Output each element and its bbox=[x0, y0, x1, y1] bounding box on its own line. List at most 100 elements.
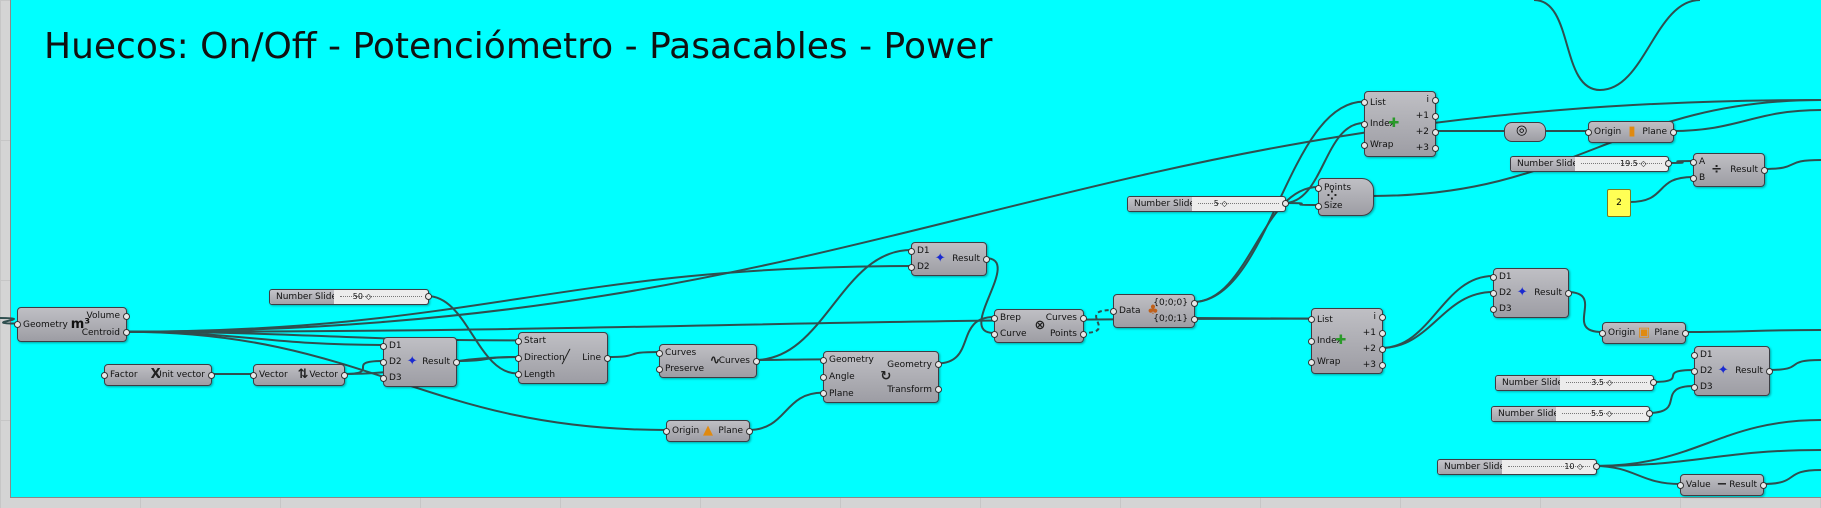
input-label[interactable]: Brep bbox=[1000, 313, 1021, 323]
slider-track[interactable]: 5 ◇ bbox=[1192, 197, 1285, 211]
slider-track[interactable]: 3.5 ◇ bbox=[1560, 376, 1653, 390]
input-grip[interactable] bbox=[380, 342, 387, 350]
output-label[interactable]: {0;0;1} bbox=[1153, 314, 1188, 324]
input-grip[interactable] bbox=[820, 390, 827, 398]
input-grip[interactable] bbox=[515, 371, 522, 379]
input-label[interactable]: List bbox=[1317, 314, 1333, 325]
output-grip[interactable] bbox=[935, 361, 942, 368]
input-label[interactable]: Index bbox=[1317, 336, 1342, 346]
input-label[interactable]: Vector bbox=[259, 370, 288, 380]
output-label[interactable]: Vector bbox=[309, 370, 338, 380]
slider-track[interactable]: 5.5 ◇ bbox=[1556, 407, 1649, 421]
input-grip[interactable] bbox=[1361, 99, 1368, 107]
input-grip[interactable] bbox=[1308, 358, 1315, 366]
output-grip[interactable] bbox=[1379, 361, 1386, 369]
output-label[interactable]: Result bbox=[422, 357, 450, 367]
input-label[interactable]: D2 bbox=[1499, 288, 1512, 298]
output-label[interactable]: Centroid bbox=[81, 327, 120, 338]
output-label[interactable]: Transform bbox=[887, 384, 932, 395]
input-label[interactable]: Origin bbox=[672, 426, 700, 436]
input-label[interactable]: D3 bbox=[389, 373, 402, 383]
input-label[interactable]: Start bbox=[524, 336, 546, 347]
input-label[interactable]: Wrap bbox=[1370, 140, 1394, 151]
output-grip[interactable] bbox=[1432, 128, 1439, 136]
input-grip[interactable] bbox=[1308, 316, 1315, 324]
output-grip[interactable] bbox=[1761, 166, 1768, 174]
input-label[interactable]: D2 bbox=[917, 262, 930, 272]
output-label[interactable]: Plane bbox=[1654, 328, 1679, 338]
output-label[interactable]: +1 bbox=[1415, 111, 1429, 121]
output-label[interactable]: Curves bbox=[718, 356, 750, 366]
input-label[interactable]: Data bbox=[1119, 306, 1141, 316]
input-label[interactable]: D2 bbox=[389, 357, 402, 367]
output-grip[interactable] bbox=[1665, 160, 1672, 167]
input-label[interactable]: Size bbox=[1324, 201, 1343, 211]
input-grip[interactable] bbox=[1315, 184, 1322, 192]
input-grip[interactable] bbox=[1490, 289, 1497, 297]
input-grip[interactable] bbox=[1308, 337, 1315, 345]
output-grip[interactable] bbox=[1432, 144, 1439, 152]
output-grip[interactable] bbox=[1432, 112, 1439, 120]
input-grip[interactable] bbox=[908, 263, 915, 271]
output-grip[interactable] bbox=[1432, 96, 1439, 104]
output-grip[interactable] bbox=[1080, 314, 1087, 322]
input-label[interactable]: A bbox=[1699, 157, 1706, 167]
output-label[interactable]: +1 bbox=[1362, 328, 1376, 338]
input-grip[interactable] bbox=[1599, 329, 1606, 337]
input-label[interactable]: Geometry bbox=[23, 319, 68, 330]
input-grip[interactable] bbox=[14, 321, 21, 328]
component-data[interactable]: Data{0;0;0}{0;0;1}♣ bbox=[1110, 294, 1198, 328]
input-label[interactable]: Curves bbox=[665, 348, 697, 358]
output-label[interactable]: Plane bbox=[1642, 127, 1667, 137]
output-label[interactable]: +2 bbox=[1362, 344, 1376, 354]
output-grip[interactable] bbox=[1379, 345, 1386, 353]
input-label[interactable]: Geometry bbox=[829, 355, 874, 366]
output-label[interactable]: Line bbox=[582, 353, 601, 363]
output-grip[interactable] bbox=[1080, 330, 1087, 338]
input-grip[interactable] bbox=[1690, 158, 1697, 166]
component-circle[interactable]: ◎ bbox=[1504, 122, 1546, 142]
slider-track[interactable]: 10 ◇ bbox=[1502, 460, 1596, 474]
output-label[interactable]: Result bbox=[1729, 480, 1757, 490]
input-grip[interactable] bbox=[820, 356, 827, 364]
output-grip[interactable] bbox=[1682, 329, 1689, 337]
input-grip[interactable] bbox=[380, 358, 387, 366]
input-grip[interactable] bbox=[1691, 383, 1698, 391]
output-grip[interactable] bbox=[983, 255, 990, 263]
input-grip[interactable] bbox=[1690, 174, 1697, 182]
panel-value[interactable]: 2 bbox=[1607, 189, 1631, 217]
input-label[interactable]: Points bbox=[1324, 183, 1352, 193]
input-label[interactable]: Origin bbox=[1608, 328, 1636, 338]
output-grip[interactable] bbox=[123, 312, 130, 320]
input-label[interactable]: Plane bbox=[829, 388, 854, 399]
output-label[interactable]: Points bbox=[1049, 329, 1077, 339]
output-grip[interactable] bbox=[1593, 463, 1600, 470]
output-grip[interactable] bbox=[1282, 200, 1289, 207]
input-label[interactable]: Origin bbox=[1594, 127, 1622, 137]
input-label[interactable]: Preserve bbox=[665, 364, 705, 374]
input-grip[interactable] bbox=[1490, 273, 1497, 281]
input-grip[interactable] bbox=[1677, 481, 1684, 489]
output-grip[interactable] bbox=[453, 358, 460, 366]
input-grip[interactable] bbox=[991, 330, 998, 338]
output-label[interactable]: Curves bbox=[1045, 313, 1077, 323]
output-label[interactable]: +2 bbox=[1415, 127, 1429, 137]
output-grip[interactable] bbox=[425, 293, 432, 300]
